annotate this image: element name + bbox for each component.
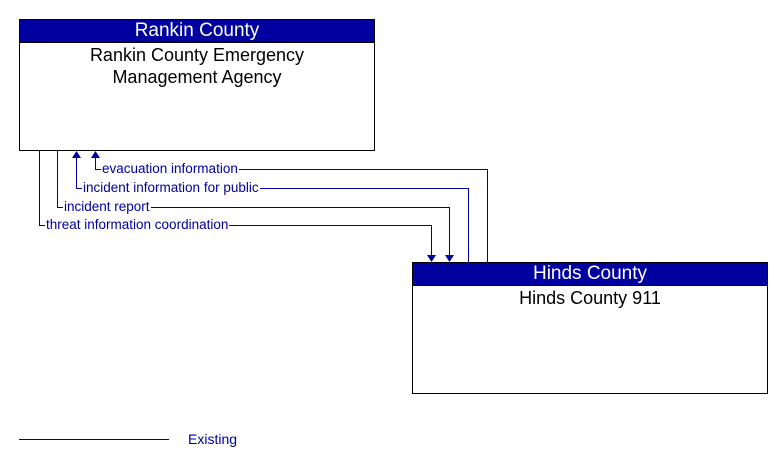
node-header: Rankin County bbox=[20, 20, 374, 43]
flow-label-threat-information-coordination: threat information coordination bbox=[45, 217, 230, 232]
flow-line-evacuation-information bbox=[95, 156, 488, 262]
legend-line-existing bbox=[19, 439, 169, 440]
arrowhead-down-icon bbox=[427, 255, 436, 262]
flow-label-incident-report: incident report bbox=[63, 199, 151, 214]
arrowhead-down-icon bbox=[445, 255, 454, 262]
node-rankin-county-ema[interactable]: Rankin County Rankin County Emergency Ma… bbox=[19, 19, 375, 151]
flow-line-incident-information-for-public bbox=[76, 156, 469, 262]
flow-line-threat-information-coordination bbox=[39, 151, 432, 256]
flow-label-incident-information-for-public: incident information for public bbox=[82, 180, 260, 195]
node-body: Hinds County 911 bbox=[519, 288, 661, 308]
node-hinds-county-911[interactable]: Hinds County Hinds County 911 bbox=[412, 262, 768, 394]
legend-label-existing: Existing bbox=[188, 431, 238, 447]
arrowhead-up-icon bbox=[72, 151, 81, 158]
node-body: Rankin County Emergency Management Agenc… bbox=[89, 45, 305, 87]
arrowhead-up-icon bbox=[91, 151, 100, 158]
node-header: Hinds County bbox=[413, 263, 767, 286]
flow-line-incident-report bbox=[57, 151, 450, 256]
flow-label-evacuation-information: evacuation information bbox=[101, 161, 239, 176]
